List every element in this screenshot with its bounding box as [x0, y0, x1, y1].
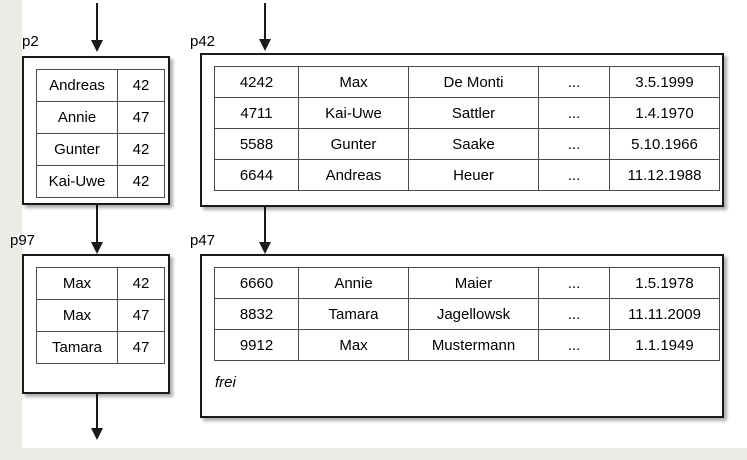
data-table-p42: 4242 Max De Monti ... 3.5.1999 4711 Kai-… — [214, 66, 720, 191]
cell-first-name: Gunter — [298, 128, 409, 160]
cell-pointer: 42 — [117, 69, 165, 102]
cell-key: Max — [36, 267, 118, 300]
table-row: 8832 Tamara Jagellowsk ... 11.11.2009 — [214, 298, 720, 330]
page-edge-left — [0, 0, 22, 460]
table-row: 6660 Annie Maier ... 1.5.1978 — [214, 267, 720, 299]
table-row: Annie 47 — [36, 101, 165, 134]
cell-more: ... — [538, 329, 610, 361]
cell-last-name: Sattler — [408, 97, 539, 129]
table-row: Max 47 — [36, 299, 165, 332]
cell-more: ... — [538, 159, 610, 191]
cell-pointer: 42 — [117, 165, 165, 198]
node-box-p47: 6660 Annie Maier ... 1.5.1978 8832 Tamar… — [200, 254, 724, 418]
cell-first-name: Kai-Uwe — [298, 97, 409, 129]
node-label-p47: p47 — [190, 232, 216, 249]
cell-date: 11.12.1988 — [609, 159, 720, 191]
node-box-p2: Andreas 42 Annie 47 Gunter 42 Kai-Uwe 42 — [22, 56, 170, 205]
cell-date: 5.10.1966 — [609, 128, 720, 160]
cell-first-name: Tamara — [298, 298, 409, 330]
table-row: Tamara 47 — [36, 331, 165, 364]
table-row: Andreas 42 — [36, 69, 165, 102]
cell-key: Annie — [36, 101, 118, 134]
node-box-p42: 4242 Max De Monti ... 3.5.1999 4711 Kai-… — [200, 53, 724, 207]
cell-pointer: 47 — [117, 331, 165, 364]
index-table-p97: Max 42 Max 47 Tamara 47 — [36, 267, 165, 364]
cell-first-name: Max — [298, 329, 409, 361]
cell-date: 1.1.1949 — [609, 329, 720, 361]
node-label-p42: p42 — [190, 33, 216, 50]
cell-last-name: Maier — [408, 267, 539, 299]
cell-more: ... — [538, 128, 610, 160]
table-row: 5588 Gunter Saake ... 5.10.1966 — [214, 128, 720, 160]
cell-id: 4242 — [214, 66, 299, 98]
data-table-p47: 6660 Annie Maier ... 1.5.1978 8832 Tamar… — [214, 267, 720, 361]
table-row: Kai-Uwe 42 — [36, 165, 165, 198]
cell-id: 8832 — [214, 298, 299, 330]
table-row: 6644 Andreas Heuer ... 11.12.1988 — [214, 159, 720, 191]
cell-key: Tamara — [36, 331, 118, 364]
cell-id: 6644 — [214, 159, 299, 191]
cell-last-name: Mustermann — [408, 329, 539, 361]
cell-more: ... — [538, 298, 610, 330]
cell-pointer: 47 — [117, 299, 165, 332]
cell-pointer: 42 — [117, 267, 165, 300]
node-label-p2: p2 — [22, 33, 39, 50]
cell-id: 4711 — [214, 97, 299, 129]
cell-date: 1.4.1970 — [609, 97, 720, 129]
table-row: 4711 Kai-Uwe Sattler ... 1.4.1970 — [214, 97, 720, 129]
cell-date: 1.5.1978 — [609, 267, 720, 299]
table-row: 9912 Max Mustermann ... 1.1.1949 — [214, 329, 720, 361]
cell-id: 5588 — [214, 128, 299, 160]
cell-key: Gunter — [36, 133, 118, 166]
cell-more: ... — [538, 66, 610, 98]
cell-last-name: Saake — [408, 128, 539, 160]
cell-last-name: De Monti — [408, 66, 539, 98]
cell-more: ... — [538, 97, 610, 129]
cell-key: Andreas — [36, 69, 118, 102]
node-label-p97: p97 — [10, 232, 36, 249]
cell-id: 9912 — [214, 329, 299, 361]
table-row: Max 42 — [36, 267, 165, 300]
table-row: 4242 Max De Monti ... 3.5.1999 — [214, 66, 720, 98]
cell-first-name: Annie — [298, 267, 409, 299]
cell-date: 3.5.1999 — [609, 66, 720, 98]
node-box-p97: Max 42 Max 47 Tamara 47 — [22, 254, 170, 394]
cell-pointer: 47 — [117, 101, 165, 134]
cell-last-name: Jagellowsk — [408, 298, 539, 330]
cell-id: 6660 — [214, 267, 299, 299]
table-row: Gunter 42 — [36, 133, 165, 166]
cell-pointer: 42 — [117, 133, 165, 166]
cell-first-name: Andreas — [298, 159, 409, 191]
index-table-p2: Andreas 42 Annie 47 Gunter 42 Kai-Uwe 42 — [36, 69, 165, 198]
cell-key: Max — [36, 299, 118, 332]
cell-first-name: Max — [298, 66, 409, 98]
cell-key: Kai-Uwe — [36, 165, 118, 198]
cell-more: ... — [538, 267, 610, 299]
page-edge-bottom — [0, 448, 747, 460]
cell-last-name: Heuer — [408, 159, 539, 191]
free-space-label: frei — [215, 374, 236, 391]
cell-date: 11.11.2009 — [609, 298, 720, 330]
